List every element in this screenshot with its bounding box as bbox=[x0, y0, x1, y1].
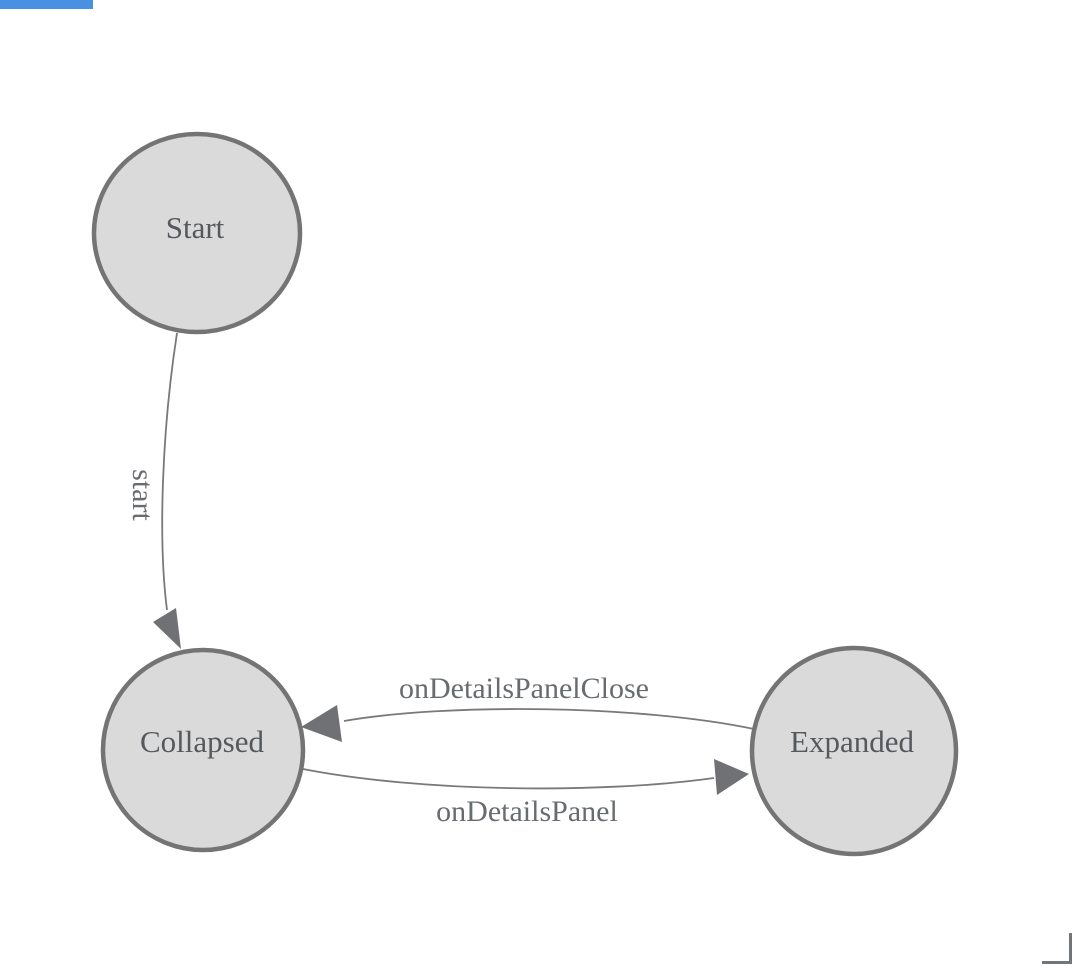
transition-close-path bbox=[343, 708, 755, 730]
transition-start: start bbox=[126, 332, 181, 649]
frame-corner-vertical bbox=[1069, 933, 1072, 964]
transition-open-path bbox=[302, 768, 715, 790]
transition-on-details-panel: onDetailsPanel bbox=[302, 759, 749, 828]
state-start-label: Start bbox=[166, 210, 225, 245]
transition-start-label: start bbox=[126, 469, 159, 521]
state-node-expanded: Expanded bbox=[749, 645, 959, 857]
state-collapsed-label: Collapsed bbox=[140, 724, 264, 759]
transition-close-arrowhead-icon bbox=[301, 705, 342, 742]
state-node-collapsed: Collapsed bbox=[100, 647, 306, 853]
state-collapsed-circle bbox=[100, 647, 306, 853]
transition-open-arrowhead-icon bbox=[714, 759, 749, 795]
state-start-circle bbox=[91, 131, 303, 335]
transition-open-label: onDetailsPanel bbox=[436, 795, 618, 828]
transition-on-details-panel-close: onDetailsPanelClose bbox=[301, 672, 755, 742]
transition-start-arrowhead-icon bbox=[153, 608, 181, 649]
frame-corner bbox=[1042, 933, 1072, 964]
state-expanded-circle bbox=[749, 645, 959, 857]
transition-close-label: onDetailsPanelClose bbox=[399, 672, 649, 705]
frame-corner-horizontal bbox=[1042, 961, 1072, 964]
state-node-start: Start bbox=[91, 131, 303, 335]
state-expanded-label: Expanded bbox=[790, 724, 914, 759]
transition-start-path bbox=[161, 332, 178, 611]
progress-bar-fragment bbox=[0, 0, 93, 9]
